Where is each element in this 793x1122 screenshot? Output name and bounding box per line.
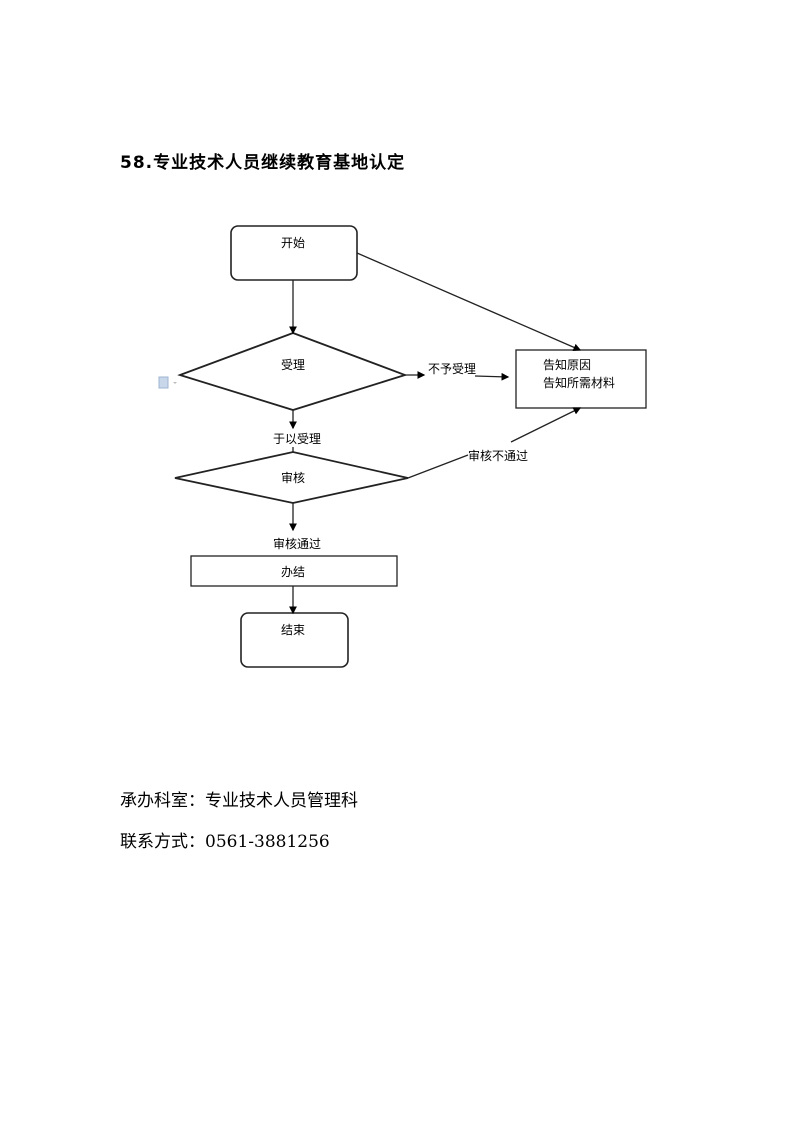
department-text: 承办科室：专业技术人员管理科	[120, 791, 358, 811]
page-title: 58.专业技术人员继续教育基地认定	[120, 153, 406, 173]
reject-edge-label: 不予受理	[428, 362, 477, 376]
notify-line2: 告知所需材料	[543, 376, 616, 390]
handle-node-label: 办结	[281, 565, 306, 579]
handle-box	[190, 555, 398, 587]
end-node-label: 结束	[281, 623, 306, 637]
review-pass-label: 审核通过	[273, 537, 322, 551]
start-node-label: 开始	[281, 236, 306, 250]
document-icon	[158, 376, 177, 389]
review-node-label: 审核	[281, 471, 306, 485]
contact-text: 联系方式：0561-3881256	[120, 832, 330, 852]
review-fail-label: 审核不通过	[468, 449, 529, 463]
accepted-edge-label: 于以受理	[273, 432, 322, 446]
notify-line1: 告知原因	[543, 358, 592, 372]
accept-node-label: 受理	[281, 358, 306, 372]
